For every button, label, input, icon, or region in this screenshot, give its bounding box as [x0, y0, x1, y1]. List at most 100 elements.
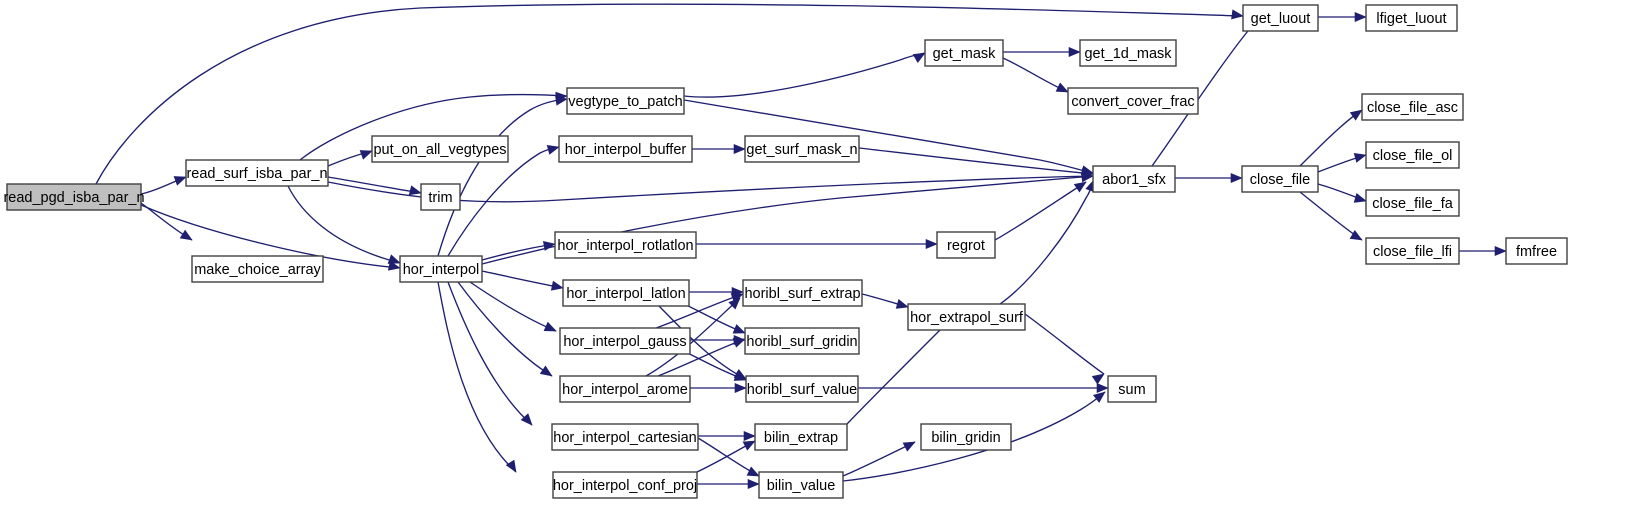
node-box-trim[interactable]: [420, 183, 461, 211]
arrowhead-to-horibl_surf_gridin: [732, 324, 746, 334]
node-make_choice_array[interactable]: make_choice_array: [191, 255, 324, 283]
node-horibl_surf_value[interactable]: horibl_surf_value: [745, 375, 859, 403]
node-box-put_on_all_vegtypes[interactable]: [371, 135, 509, 163]
node-bilin_value[interactable]: bilin_value: [758, 471, 844, 499]
node-sum[interactable]: sum: [1107, 375, 1157, 403]
node-box-horibl_surf_gridin[interactable]: [744, 327, 860, 355]
arrowhead-to-read_surf_isba_par_n: [173, 176, 187, 186]
edge-close_file-to-close_file_asc: [1299, 109, 1363, 167]
node-close_file[interactable]: close_file: [1241, 165, 1319, 193]
node-box-fmfree[interactable]: [1505, 237, 1568, 265]
edge-hor_extrapol_surf-to-sum: [1024, 313, 1105, 375]
node-box-convert_cover_frac[interactable]: [1067, 87, 1199, 115]
arrowhead-to-trim: [408, 185, 422, 196]
node-box-get_luout[interactable]: [1242, 4, 1319, 32]
node-box-bilin_gridin[interactable]: [920, 423, 1012, 451]
node-box-horibl_surf_extrap[interactable]: [742, 279, 863, 307]
node-get_surf_mask_n[interactable]: get_surf_mask_n: [744, 135, 860, 163]
arrowhead-to-horibl_surf_gridin: [732, 338, 746, 348]
node-hor_extrapol_surf[interactable]: hor_extrapol_surf: [907, 303, 1026, 331]
node-horibl_surf_gridin[interactable]: horibl_surf_gridin: [744, 327, 860, 355]
node-hor_interpol_cartesian[interactable]: hor_interpol_cartesian: [551, 423, 699, 451]
arrowhead-to-put_on_all_vegtypes: [359, 150, 373, 160]
node-box-hor_interpol[interactable]: [399, 255, 483, 283]
edge-bilin_value-to-sum: [842, 391, 1106, 482]
node-box-lfiget_luout[interactable]: [1365, 4, 1458, 32]
node-hor_interpol_buffer[interactable]: hor_interpol_buffer: [558, 135, 693, 163]
arrowhead-to-fmfree: [1494, 245, 1507, 257]
node-box-close_file_ol[interactable]: [1365, 141, 1460, 169]
node-get_mask[interactable]: get_mask: [924, 39, 1004, 67]
node-hor_interpol[interactable]: hor_interpol: [399, 255, 483, 283]
node-box-horibl_surf_value[interactable]: [745, 375, 859, 403]
arrowhead-to-get_mask: [912, 52, 926, 64]
node-read_surf_isba_par_n[interactable]: read_surf_isba_par_n: [185, 159, 329, 187]
node-close_file_fa[interactable]: close_file_fa: [1365, 189, 1460, 217]
node-box-abor1_sfx[interactable]: [1092, 165, 1176, 193]
arrowhead-to-abor1_sfx: [1081, 167, 1094, 178]
edge-get_surf_mask_n-to-abor1_sfx: [858, 147, 1094, 175]
node-box-hor_interpol_gauss[interactable]: [559, 327, 691, 355]
edge-vegtype_to_patch-to-get_mask: [683, 52, 926, 98]
node-regrot[interactable]: regrot: [936, 231, 996, 259]
node-get_luout[interactable]: get_luout: [1242, 4, 1319, 32]
node-close_file_asc[interactable]: close_file_asc: [1361, 93, 1464, 121]
edge-hor_interpol_arome-to-horibl_surf_extrap: [645, 297, 741, 377]
node-hor_interpol_arome[interactable]: hor_interpol_arome: [559, 375, 691, 403]
arrowheads-layer: [173, 9, 1507, 490]
node-put_on_all_vegtypes[interactable]: put_on_all_vegtypes: [371, 135, 509, 163]
nodes-layer: read_pgd_isba_par_n read_surf_isba_par_nm…: [3, 4, 1568, 499]
node-trim[interactable]: trim: [420, 183, 461, 211]
node-box-hor_interpol_latlon[interactable]: [562, 279, 690, 307]
node-box-hor_interpol_buffer[interactable]: [558, 135, 693, 163]
arrowhead-to-hor_extrapol_surf: [895, 299, 909, 309]
arrowhead-to-sum: [1092, 391, 1106, 403]
node-close_file_lfi[interactable]: close_file_lfi: [1365, 237, 1460, 265]
node-box-get_mask[interactable]: [924, 39, 1004, 67]
node-box-bilin_extrap[interactable]: [754, 423, 848, 451]
edge-read_surf_isba_par_n-to-hor_interpol: [287, 185, 401, 264]
node-bilin_gridin[interactable]: bilin_gridin: [920, 423, 1012, 451]
node-box-vegtype_to_patch[interactable]: [566, 87, 685, 115]
node-horibl_surf_extrap[interactable]: horibl_surf_extrap: [742, 279, 863, 307]
node-abor1_sfx[interactable]: abor1_sfx: [1092, 165, 1176, 193]
node-box-regrot[interactable]: [936, 231, 996, 259]
node-box-read_surf_isba_par_n[interactable]: [185, 159, 329, 187]
node-hor_interpol_gauss[interactable]: hor_interpol_gauss: [559, 327, 691, 355]
node-vegtype_to_patch[interactable]: vegtype_to_patch: [566, 87, 685, 115]
node-box-close_file_fa[interactable]: [1365, 189, 1460, 217]
node-hor_interpol_latlon[interactable]: hor_interpol_latlon: [562, 279, 690, 307]
arrowhead-to-get_surf_mask_n: [733, 143, 746, 155]
node-convert_cover_frac[interactable]: convert_cover_frac: [1067, 87, 1199, 115]
node-bilin_extrap[interactable]: bilin_extrap: [754, 423, 848, 451]
node-box-read_pgd_isba_par_n[interactable]: [6, 183, 142, 211]
node-box-close_file_lfi[interactable]: [1365, 237, 1460, 265]
node-box-sum[interactable]: [1107, 375, 1157, 403]
node-box-hor_extrapol_surf[interactable]: [907, 303, 1026, 331]
arrowhead-to-close_file_asc: [1349, 109, 1363, 121]
edge-hor_interpol-to-vegtype_to_patch: [437, 98, 568, 257]
node-box-close_file_asc[interactable]: [1361, 93, 1464, 121]
node-box-bilin_value[interactable]: [758, 471, 844, 499]
node-box-make_choice_array[interactable]: [191, 255, 324, 283]
node-hor_interpol_conf_proj[interactable]: hor_interpol_conf_proj: [552, 471, 698, 499]
node-close_file_ol[interactable]: close_file_ol: [1365, 141, 1460, 169]
node-box-hor_interpol_conf_proj[interactable]: [552, 471, 698, 499]
node-hor_interpol_rotlatlon[interactable]: hor_interpol_rotlatlon: [554, 231, 697, 259]
node-box-hor_interpol_cartesian[interactable]: [551, 423, 699, 451]
node-get_1d_mask[interactable]: get_1d_mask: [1079, 39, 1177, 67]
node-box-hor_interpol_rotlatlon[interactable]: [554, 231, 697, 259]
node-box-get_surf_mask_n[interactable]: [744, 135, 860, 163]
node-lfiget_luout[interactable]: lfiget_luout: [1365, 4, 1458, 32]
node-box-close_file[interactable]: [1241, 165, 1319, 193]
node-box-hor_interpol_arome[interactable]: [559, 375, 691, 403]
arrowhead-to-horibl_surf_value: [734, 382, 747, 394]
edge-vegtype_to_patch-to-abor1_sfx: [683, 99, 1094, 174]
node-box-get_1d_mask[interactable]: [1079, 39, 1177, 67]
edge-read_pgd_isba_par_n-to-hor_interpol: [140, 204, 401, 269]
node-fmfree[interactable]: fmfree: [1505, 237, 1568, 265]
arrowhead-to-regrot: [925, 238, 938, 250]
node-read_pgd_isba_par_n[interactable]: read_pgd_isba_par_n: [3, 183, 145, 211]
arrowhead-to-hor_interpol_latlon: [550, 280, 564, 291]
